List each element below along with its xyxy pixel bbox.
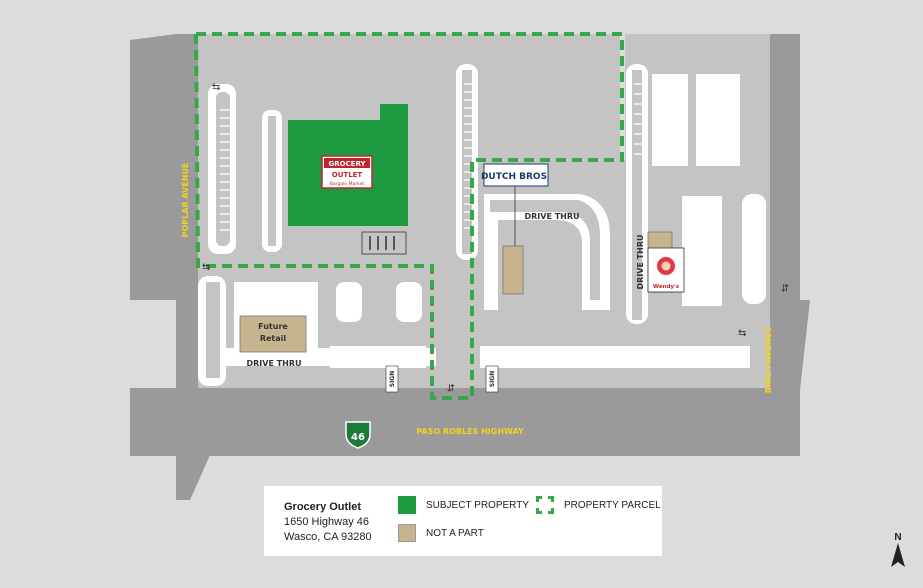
future-retail-building: Future Retail xyxy=(234,282,318,353)
svg-text:⇆: ⇆ xyxy=(212,82,220,93)
legend-not-a-part-label: NOT A PART xyxy=(426,527,484,539)
legend-subject-property: SUBJECT PROPERTY xyxy=(398,496,529,514)
sign-marker-2: SIGN xyxy=(485,365,499,393)
north-arrow: N xyxy=(886,532,910,576)
two-way-arrow-icon: ⇆ ⇆ ⇆ ⇆ ⇆ xyxy=(202,82,791,392)
sign-marker-1: SIGN xyxy=(385,365,399,393)
grocery-outlet-building: GROCERY OUTLET Bargain Market xyxy=(288,104,408,255)
svg-text:⇆: ⇆ xyxy=(202,262,210,273)
sign-label-2: SIGN xyxy=(489,371,496,388)
dutch-bros-building: DUTCH BROS xyxy=(481,163,549,295)
grocery-logo-line1: GROCERY xyxy=(328,160,366,168)
wendys-label: Wendy's xyxy=(653,284,680,290)
sign-label-1: SIGN xyxy=(389,371,396,388)
legend-subject-property-label: SUBJECT PROPERTY xyxy=(426,499,529,511)
birch-avenue-label: BIRCH AVENUE xyxy=(764,327,773,394)
not-a-part-swatch xyxy=(398,524,416,542)
drive-thru-label-west: DRIVE THRU xyxy=(246,359,301,368)
svg-text:⇆: ⇆ xyxy=(446,384,457,392)
grocery-logo-line3: Bargain Market xyxy=(330,181,364,187)
legend-property-parcel-label: PROPERTY PARCEL xyxy=(564,499,661,511)
poplar-avenue-label: POPLAR AVENUE xyxy=(181,163,190,238)
drive-thru-label-center: DRIVE THRU xyxy=(524,212,579,221)
legend-tenant-name: Grocery Outlet xyxy=(284,501,362,513)
highway-number: 46 xyxy=(351,432,365,443)
legend-address-line2: Wasco, CA 93280 xyxy=(284,531,372,543)
subject-property-swatch xyxy=(398,496,416,514)
future-retail-label-2: Retail xyxy=(260,334,287,343)
paso-robles-highway-label: PASO ROBLES HIGHWAY xyxy=(416,427,524,436)
legend-address: Grocery Outlet 1650 Highway 46 Wasco, CA… xyxy=(284,500,372,545)
parking-stalls xyxy=(220,83,741,364)
drive-thru-label-east: DRIVE THRU xyxy=(636,234,645,289)
highway-shield-icon: 46 xyxy=(345,421,371,449)
roads xyxy=(130,34,810,500)
svg-text:⇆: ⇆ xyxy=(780,284,791,292)
map-legend: Grocery Outlet 1650 Highway 46 Wasco, CA… xyxy=(264,486,662,556)
grocery-logo-line2: OUTLET xyxy=(332,171,363,179)
legend-not-a-part: NOT A PART xyxy=(398,524,484,542)
legend-address-line1: 1650 Highway 46 xyxy=(284,516,370,528)
dutch-bros-logo: DUTCH BROS xyxy=(481,172,547,182)
property-parcel-swatch xyxy=(536,496,554,514)
property-parcel-outline xyxy=(193,32,624,400)
wendys-building: Wendy's xyxy=(647,231,685,293)
legend-property-parcel: PROPERTY PARCEL xyxy=(536,496,661,514)
svg-text:⇆: ⇆ xyxy=(738,328,746,339)
future-retail-label: Future xyxy=(258,322,288,331)
north-arrow-icon xyxy=(891,543,905,567)
north-label: N xyxy=(894,532,902,543)
